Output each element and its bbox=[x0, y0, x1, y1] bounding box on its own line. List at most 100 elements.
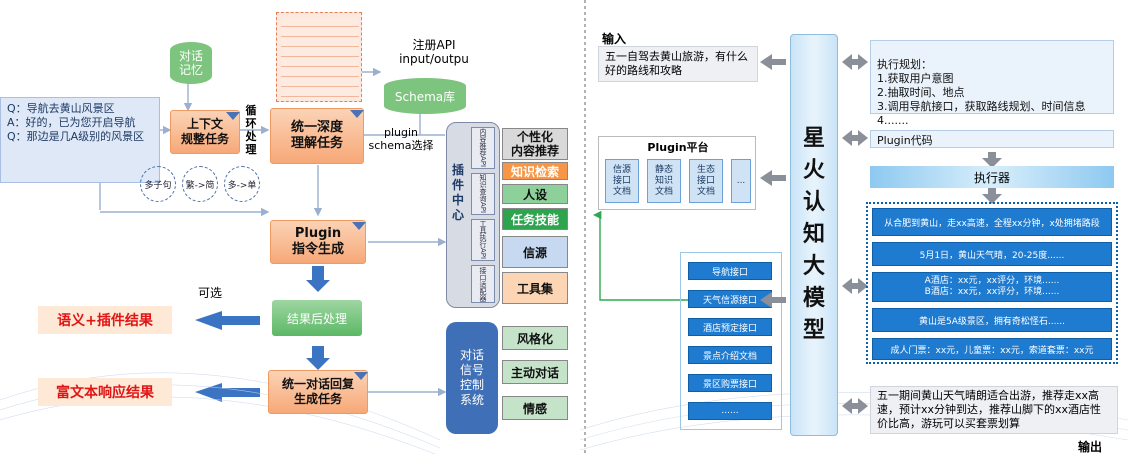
dialogue-memory-db: 对话 记忆 bbox=[170, 42, 212, 84]
platform-cell-text-3: 生态 接口 文档 bbox=[696, 164, 715, 197]
plugin-cell-text-3: 工具执行API bbox=[479, 220, 487, 260]
spark-model-label: 星 火 认 知 大 模 型 bbox=[802, 126, 825, 343]
rich-result: 富文本响应结果 bbox=[38, 378, 172, 406]
result-2: 5月1日，黄山天气晴，20-25度...... bbox=[872, 242, 1112, 266]
circle-single: 多->单 bbox=[224, 166, 260, 202]
schema-db-label: Schema库 bbox=[394, 89, 456, 104]
plugin-cell-text-4: 接口适配器 bbox=[479, 266, 487, 302]
input-text-box: 五一自驾去黄山旅游，有什么好的路线和攻略 bbox=[598, 46, 758, 82]
tag-task-skill: 任务技能 bbox=[502, 208, 568, 230]
platform-cell-3: 生态 接口 文档 bbox=[689, 159, 723, 203]
result-3: A酒店：xx元，xx评分，环境...... B酒店：xx元，xx评分，环境...… bbox=[872, 272, 1112, 302]
plugin-platform: Plugin平台 信源 接口 文档 静态 知识 文档 生态 接口 文档 ... bbox=[598, 136, 756, 210]
api-item-2: 天气信源接口 bbox=[688, 290, 772, 308]
api-item-text-2: 天气信源接口 bbox=[702, 295, 757, 306]
tag-bottom-text-2: 主动对话 bbox=[510, 365, 559, 380]
tag-text-5: 信源 bbox=[522, 245, 547, 260]
result-text-3: A酒店：xx元，xx评分，环境...... B酒店：xx元，xx评分，环境...… bbox=[924, 276, 1060, 297]
tag-text-1: 个性化 内容推荐 bbox=[510, 130, 559, 158]
plugin-cell-4: 接口适配器 bbox=[471, 265, 495, 303]
api-item-text-1: 导航接口 bbox=[711, 267, 748, 278]
tag-personal-rec: 个性化 内容推荐 bbox=[502, 128, 568, 160]
plugin-code-box: Plugin代码 bbox=[870, 130, 1114, 148]
dialogue-control-box: 对话 信号 控制 系统 bbox=[446, 322, 498, 434]
deep-task-label: 统一深度 理解任务 bbox=[290, 120, 343, 151]
corner-triangle-icon bbox=[354, 372, 368, 380]
result-5: 成人门票：xx元，儿童票：xx元，索道套票：xx元 bbox=[872, 338, 1112, 360]
tag-style: 风格化 bbox=[502, 326, 568, 350]
circle-label-3: 多->单 bbox=[227, 180, 257, 191]
semantic-result: 语义+插件结果 bbox=[38, 306, 172, 334]
plugin-gen-box: Plugin 指令生成 bbox=[270, 220, 366, 264]
tag-text-3: 人设 bbox=[522, 187, 547, 202]
tag-bottom-text-3: 情感 bbox=[522, 401, 547, 416]
executor-label: 执行器 bbox=[973, 170, 1010, 185]
context-task-label: 上下文 规整任务 bbox=[180, 117, 229, 146]
platform-cell-4: ... bbox=[731, 159, 751, 203]
api-list-frame bbox=[680, 252, 782, 430]
api-item-text-4: 景点介绍文档 bbox=[702, 351, 757, 362]
plugin-platform-title: Plugin平台 bbox=[647, 141, 709, 154]
chat-line-3: Q：那边是几A级别的风景区 bbox=[7, 130, 145, 143]
chat-history-box: Q：导航去黄山风景区 A：好的，已为您开启导航 Q：那边是几A级别的风景区 bbox=[0, 97, 160, 183]
circle-label-1: 多子句 bbox=[144, 180, 172, 191]
plan-box: 执行规划： 1.获取用户意图 2.抽取时间、地点 3.调用导航接口，获取路线规划… bbox=[870, 40, 1114, 127]
tag-text-4: 任务技能 bbox=[510, 212, 559, 227]
input-text: 五一自驾去黄山旅游，有什么好的路线和攻略 bbox=[605, 50, 748, 77]
output-label: 输出 bbox=[1078, 440, 1103, 454]
plugin-cell-3: 工具执行API bbox=[471, 219, 495, 261]
plugin-schema-label: plugin schema选择 bbox=[368, 126, 434, 152]
api-item-text-5: 景区购票接口 bbox=[702, 379, 757, 390]
plugin-cell-text-1: 内容推荐API bbox=[479, 128, 487, 168]
corner-triangle-icon bbox=[226, 112, 240, 120]
schema-stack bbox=[276, 12, 362, 102]
plugin-center-label: 插 件 中 心 bbox=[451, 163, 464, 222]
api-item-text-6: ...... bbox=[721, 406, 739, 416]
corner-triangle-icon bbox=[352, 222, 366, 230]
plugin-cell-1: 内容推荐API bbox=[471, 127, 495, 169]
register-api-label: 注册API input/outpu bbox=[399, 38, 469, 66]
result-1: 从合肥到黄山，走xx高速，全程xx分钟，x处拥堵路段 bbox=[872, 208, 1112, 236]
plugin-code-label: Plugin代码 bbox=[877, 134, 933, 147]
api-item-6: ...... bbox=[688, 402, 772, 420]
api-item-4: 景点介绍文档 bbox=[688, 346, 772, 364]
optional-label: 可选 bbox=[198, 286, 223, 300]
tag-bottom-text-1: 风格化 bbox=[516, 331, 553, 346]
tag-emotion: 情感 bbox=[502, 396, 568, 420]
api-item-1: 导航接口 bbox=[688, 262, 772, 280]
api-item-5: 景区购票接口 bbox=[688, 374, 772, 392]
platform-cell-text-1: 信源 接口 文档 bbox=[612, 164, 631, 197]
tag-text-6: 工具集 bbox=[516, 281, 553, 296]
platform-cell-text-4: ... bbox=[736, 175, 746, 186]
platform-cell-2: 静态 知识 文档 bbox=[647, 159, 681, 203]
dialogue-memory-label: 对话 记忆 bbox=[178, 49, 203, 77]
tag-persona: 人设 bbox=[502, 184, 568, 204]
api-item-3: 酒店预定接口 bbox=[688, 318, 772, 336]
circle-multi-clause: 多子句 bbox=[140, 166, 176, 202]
plugin-cell-text-2: 知识查询API bbox=[479, 174, 487, 214]
tag-text-2: 知识检索 bbox=[510, 164, 559, 179]
dialogue-control-label: 对话 信号 控制 系统 bbox=[459, 348, 484, 407]
semantic-result-label: 语义+插件结果 bbox=[57, 313, 153, 329]
result-text-4: 黄山是5A级景区，拥有奇松怪石...... bbox=[918, 316, 1066, 327]
executor-box: 执行器 bbox=[870, 166, 1114, 188]
platform-cell-1: 信源 接口 文档 bbox=[605, 159, 639, 203]
post-process-box: 结果后处理 bbox=[272, 300, 362, 336]
result-text-5: 成人门票：xx元，儿童票：xx元，索道套票：xx元 bbox=[890, 345, 1094, 356]
plugin-cell-2: 知识查询API bbox=[471, 173, 495, 215]
circle-label-2: 繁->简 bbox=[185, 180, 215, 191]
context-task-box: 上下文 规整任务 bbox=[170, 110, 240, 154]
chat-line-1: Q：导航去黄山风景区 bbox=[7, 102, 115, 115]
schema-db: Schema库 bbox=[384, 78, 466, 114]
rich-result-label: 富文本响应结果 bbox=[56, 385, 154, 401]
loop-process-label: 循 环 处 理 bbox=[245, 104, 257, 156]
final-answer-text: 五一期间黄山天气晴朗适合出游，推荐走xx高速，预计xx分钟到达，推荐山脚下的xx… bbox=[877, 389, 1102, 430]
result-text-2: 5月1日，黄山天气晴，20-25度...... bbox=[919, 250, 1065, 261]
tag-active-dialogue: 主动对话 bbox=[502, 360, 568, 384]
post-process-label: 结果后处理 bbox=[286, 311, 347, 326]
circle-simplify: 繁->简 bbox=[182, 166, 218, 202]
plugin-center: 插 件 中 心 内容推荐API 知识查询API 工具执行API 接口适配器 bbox=[446, 122, 500, 308]
plan-text: 执行规划： 1.获取用户意图 2.抽取时间、地点 3.调用导航接口，获取路线规划… bbox=[877, 58, 1086, 127]
unified-reply-label: 统一对话回复 生成任务 bbox=[281, 377, 354, 406]
